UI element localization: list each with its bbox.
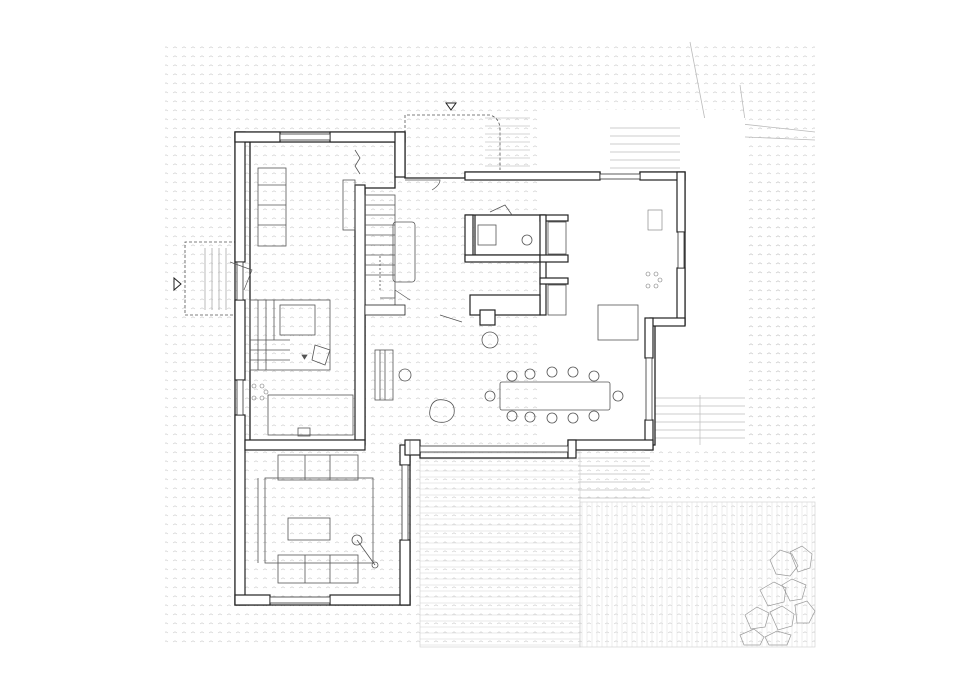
dining-furniture	[374, 304, 639, 424]
entrance-path	[404, 114, 501, 178]
garden-area	[745, 175, 815, 505]
terrace-deck	[419, 451, 581, 648]
garden-steps-right	[655, 395, 745, 445]
entrance-steps	[485, 117, 530, 167]
shrubs	[739, 545, 816, 646]
garden-steps-top	[610, 127, 680, 169]
windows	[236, 133, 685, 604]
stair-hall	[364, 194, 416, 316]
terrace-open-area	[545, 118, 745, 448]
living-room-furniture	[257, 149, 361, 437]
west-porch	[184, 241, 237, 316]
kitchen-fixtures	[645, 209, 663, 289]
stove-icon-left	[251, 383, 269, 401]
bathroom-fixtures	[477, 204, 567, 316]
stair-left-wing	[249, 299, 331, 371]
paving-area	[579, 501, 816, 648]
triangle-marker-north-icon	[445, 102, 457, 111]
garden-steps-bottom	[578, 457, 650, 499]
doors	[229, 179, 463, 455]
studio-furniture	[257, 454, 379, 584]
triangle-marker-west-icon	[173, 276, 182, 292]
